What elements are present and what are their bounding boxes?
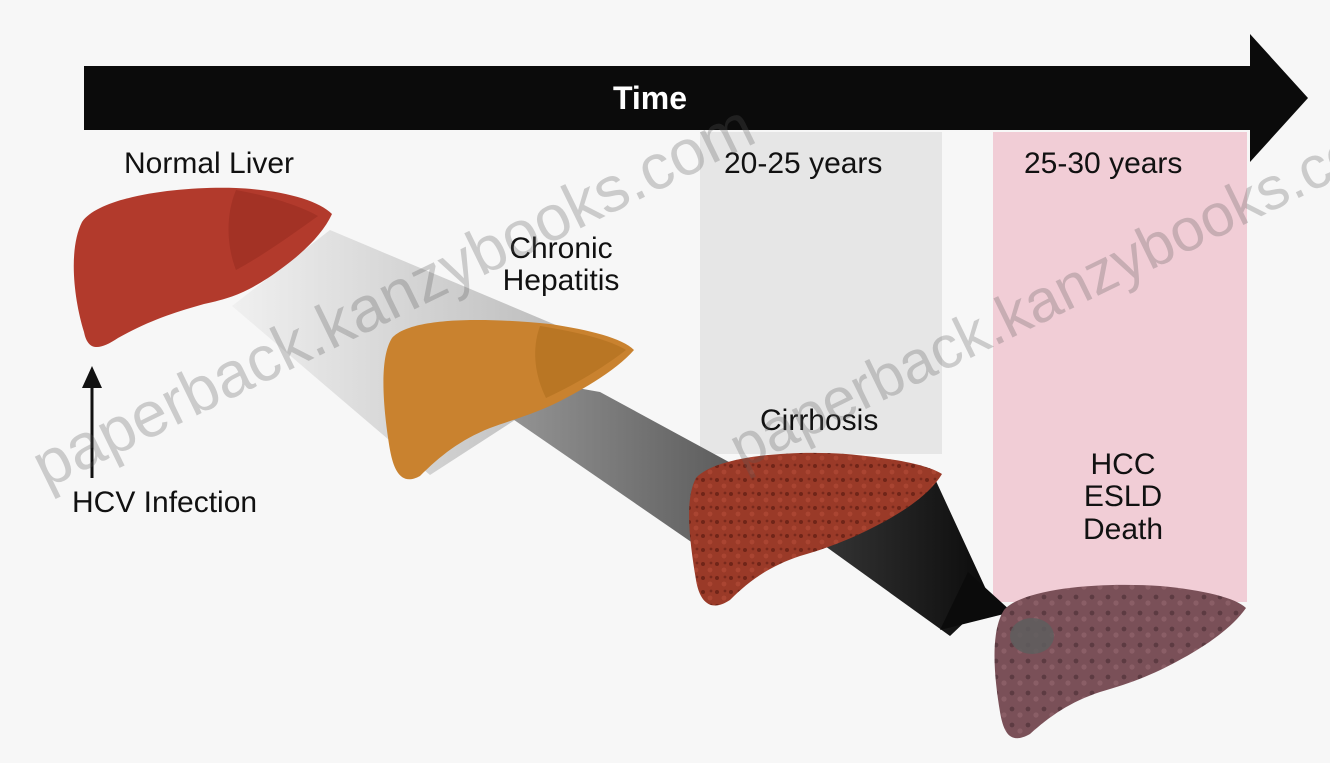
stage-label-end-stage: HCC ESLD Death (1058, 449, 1188, 546)
trigger-label-hcv-infection: HCV Infection (72, 487, 257, 519)
stage-label-esld-line: ESLD (1058, 481, 1188, 513)
period-label-25-30: 25-30 years (1024, 148, 1182, 180)
hcv-infection-arrowhead (82, 366, 102, 388)
stage-label-hcc-line: HCC (1058, 449, 1188, 481)
stage-label-normal-liver: Normal Liver (124, 148, 294, 180)
stage-label-death-line: Death (1058, 514, 1188, 546)
end-stage-liver-nodule (1010, 618, 1054, 654)
end-stage-liver-texture (995, 585, 1247, 738)
